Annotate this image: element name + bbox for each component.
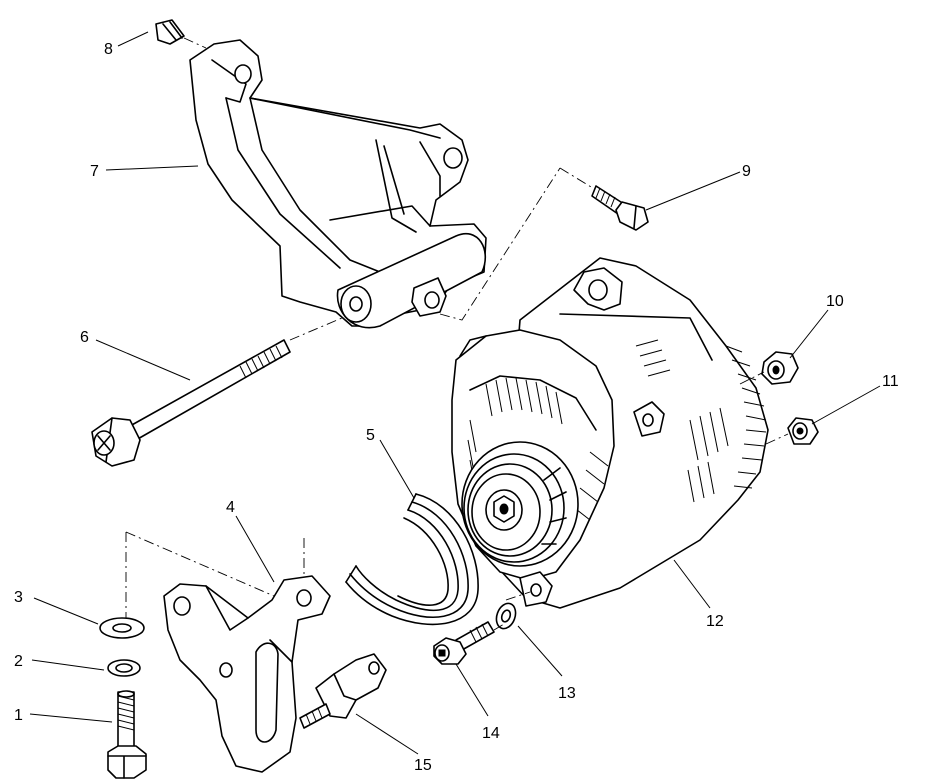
callout-1: 1: [14, 707, 23, 724]
callout-12: 12: [706, 613, 724, 630]
part-14-cap-screw: [433, 621, 505, 665]
part-4-adjusting-bracket: [125, 531, 331, 773]
callout-labels: 1 2 3 4 5 6 7 8 9 10 11 12 13 14 15: [14, 41, 899, 774]
callout-9: 9: [742, 163, 751, 180]
callout-8: 8: [104, 41, 113, 58]
leader-lines: [29, 31, 881, 755]
part-13-washer: [495, 602, 517, 630]
part-11-nut: [765, 417, 819, 445]
callout-3: 3: [14, 589, 23, 606]
callout-7: 7: [90, 163, 99, 180]
callout-5: 5: [366, 427, 375, 444]
callout-14: 14: [482, 725, 500, 742]
part-15-stud-plate: [299, 653, 387, 729]
part-1-bolt: [107, 690, 147, 779]
part-10-nut: [739, 351, 799, 385]
callout-13: 13: [558, 685, 576, 702]
part-6-long-bolt: [91, 317, 343, 467]
callout-6: 6: [80, 329, 89, 346]
callout-15: 15: [414, 757, 432, 774]
part-5-drive-belt: [345, 493, 479, 626]
part-12-alternator: [451, 257, 769, 609]
part-8-sleeve: [155, 19, 207, 49]
callout-4: 4: [226, 499, 235, 516]
part-9-bolt: [559, 167, 649, 231]
callout-2: 2: [14, 653, 23, 670]
part-3-plain-washer: [99, 617, 145, 639]
callout-11: 11: [882, 373, 899, 390]
part-7-mounting-bracket: [189, 39, 561, 329]
part-2-spring-washer: [107, 659, 141, 677]
callout-10: 10: [826, 293, 844, 310]
